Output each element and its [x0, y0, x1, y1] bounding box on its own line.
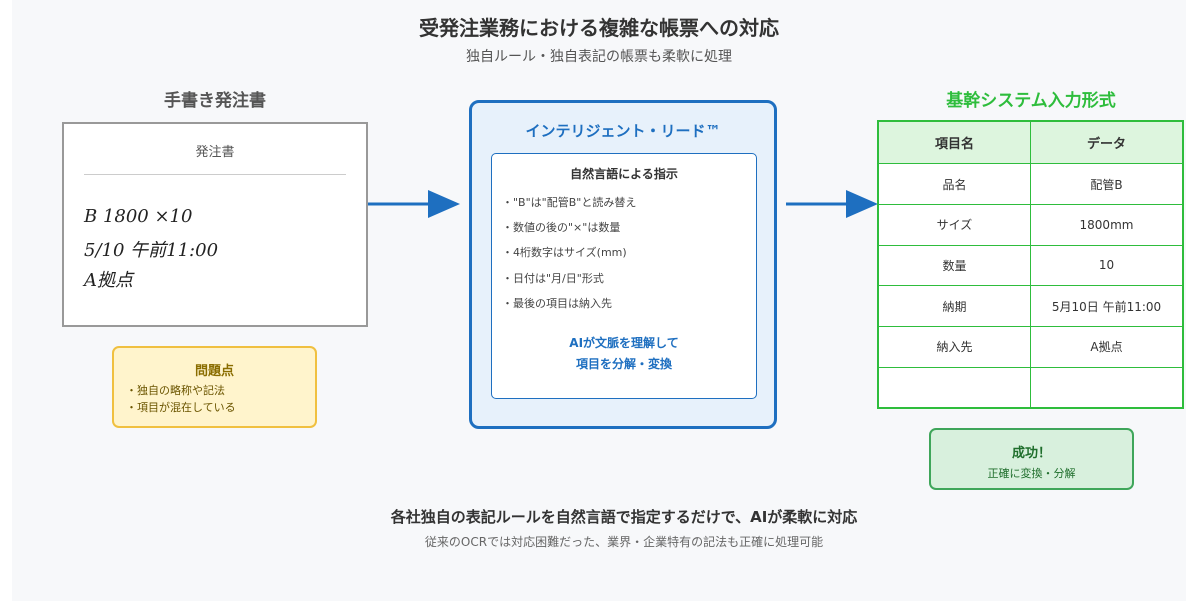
success-title: 成功！	[1011, 446, 1051, 461]
ai-summary-line: 項目を分解・変換	[575, 357, 672, 371]
success-text: 正確に変換・分解	[987, 467, 1076, 480]
handwritten-line: 5/10 午前11:00	[84, 240, 219, 261]
instruction-rule: ・最後の項目は納入先	[502, 297, 612, 310]
ai-summary-line: AIが文脈を理解して	[569, 336, 679, 350]
table-cell: サイズ	[877, 203, 1031, 246]
table-cell	[877, 366, 1031, 409]
table-row: 数量 10	[877, 244, 1184, 287]
table-cell: A拠点	[1030, 326, 1184, 368]
table-cell: 納入先	[877, 326, 1031, 368]
order-sheet-title: 発注書	[195, 145, 235, 160]
instruction-rule: ・"B"は"配管B"と読み替え	[502, 196, 637, 209]
table-cell: 配管B	[1030, 163, 1184, 205]
table-row: 品名 配管B	[877, 163, 1184, 205]
arrow-right-icon	[786, 190, 878, 218]
issue-item: ・項目が混在している	[126, 401, 236, 414]
handwritten-line: A拠点	[84, 270, 133, 291]
table-cell: 10	[1030, 244, 1184, 287]
table-cell: 納期	[877, 285, 1031, 328]
issue-title: 問題点	[194, 364, 234, 379]
handwritten-line: B 1800 ×10	[84, 206, 193, 227]
success-callout: 成功！ 正確に変換・分解	[929, 428, 1134, 490]
table-cell: 数量	[877, 244, 1031, 287]
arrow-right-icon	[368, 190, 460, 218]
intelligent-read-panel: インテリジェント・リード™ 自然言語による指示 ・"B"は"配管B"と読み替え …	[469, 100, 777, 429]
table-cell: 1800mm	[1030, 203, 1184, 246]
footer-subtext: 従来のOCRでは対応困難だった、業界・企業特有の記法も正確に処理可能	[424, 535, 824, 549]
core-system-table: 項目名 データ 品名 配管B サイズ 1800mm 数量 10 納期 5月10日…	[877, 120, 1184, 409]
table-row: サイズ 1800mm	[877, 203, 1184, 246]
page-title: 受発注業務における複雑な帳票への対応	[419, 16, 779, 40]
instruction-rule: ・数値の後の"×"は数量	[502, 221, 621, 234]
table-row: 納入先 A拠点	[877, 326, 1184, 368]
handwritten-order-label: 手書き発注書	[164, 91, 266, 111]
natural-language-instructions: 自然言語による指示 ・"B"は"配管B"と読み替え ・数値の後の"×"は数量 ・…	[491, 153, 757, 399]
handwritten-order-sheet: 発注書 B 1800 ×10 5/10 午前11:00 A拠点	[62, 122, 368, 327]
table-cell: 5月10日 午前11:00	[1030, 285, 1184, 328]
issue-callout: 問題点 ・独自の略称や記法 ・項目が混在している	[112, 346, 317, 428]
instruction-rule: ・日付は"月/日"形式	[502, 272, 604, 285]
table-row: 納期 5月10日 午前11:00	[877, 285, 1184, 328]
column-header: データ	[1030, 120, 1184, 165]
table-cell	[1030, 366, 1184, 409]
footer-headline: 各社独自の表記ルールを自然言語で指定するだけで、AIが柔軟に対応	[390, 508, 858, 526]
table-cell: 品名	[877, 163, 1031, 205]
instruction-rule: ・4桁数字はサイズ(mm)	[502, 246, 627, 259]
table-row	[877, 366, 1184, 409]
table-header-row: 項目名 データ	[877, 120, 1184, 165]
core-system-label: 基幹システム入力形式	[946, 91, 1116, 111]
column-header: 項目名	[877, 120, 1031, 165]
order-sheet-divider	[84, 174, 346, 175]
instructions-title: 自然言語による指示	[570, 167, 678, 181]
intelligent-read-title: インテリジェント・リード™	[525, 122, 721, 140]
issue-item: ・独自の略称や記法	[126, 384, 225, 397]
page-subtitle: 独自ルール・独自表記の帳票も柔軟に処理	[466, 49, 732, 65]
